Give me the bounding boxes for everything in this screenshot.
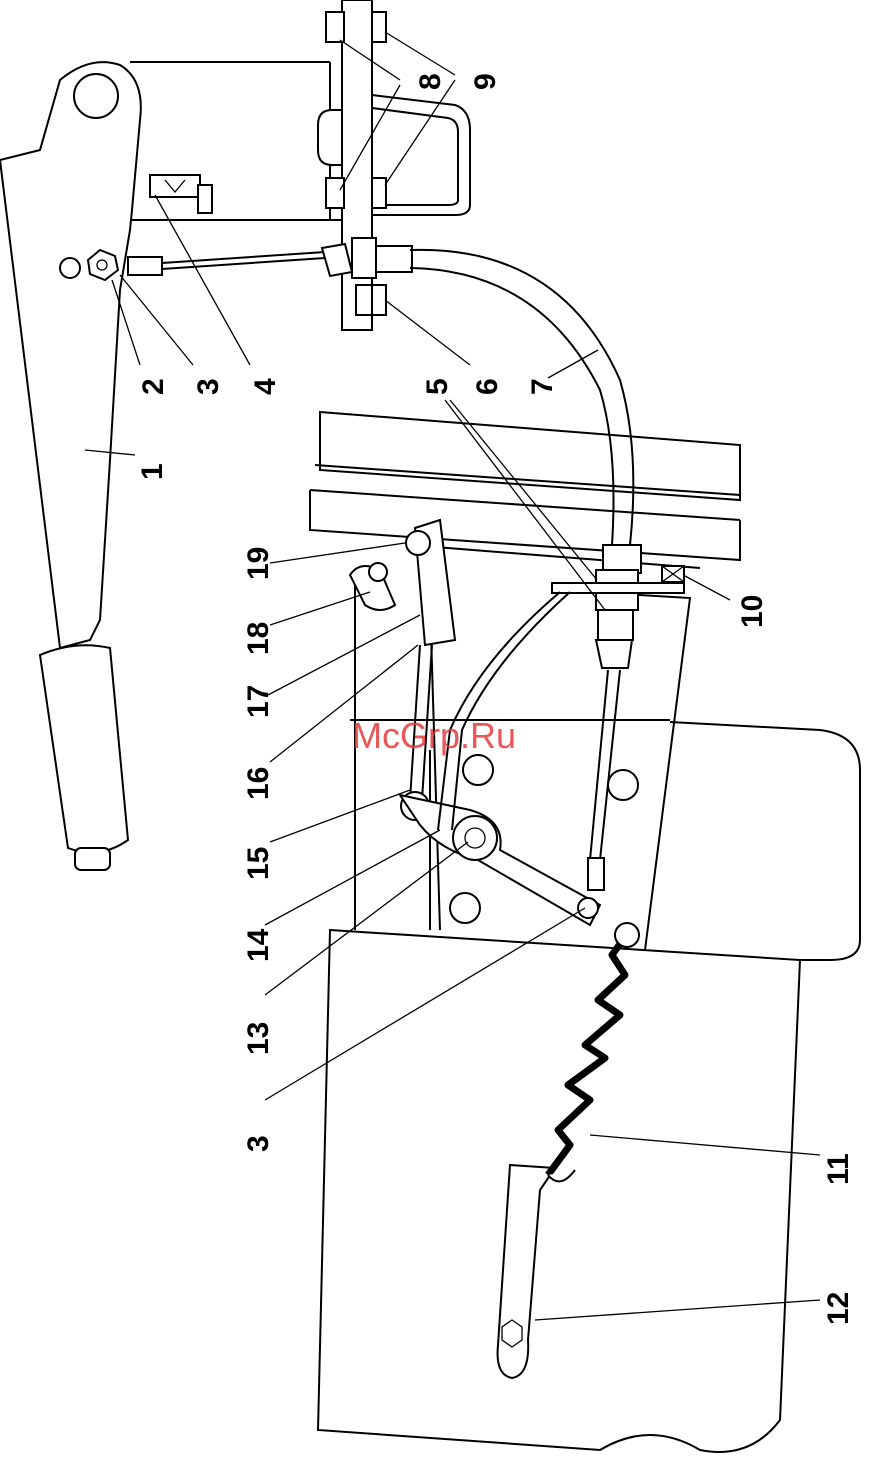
leader-lines — [85, 32, 820, 1320]
housing — [310, 412, 860, 1452]
callout-3-bottom: 3 — [242, 1135, 275, 1152]
callout-5: 5 — [421, 378, 454, 395]
callout-6: 6 — [471, 378, 504, 395]
callout-2: 2 — [137, 378, 170, 395]
watermark: McGrp.Ru — [352, 715, 516, 756]
callout-12: 12 — [822, 1292, 855, 1325]
callout-8: 8 — [414, 73, 447, 90]
callout-7: 7 — [526, 378, 559, 395]
callout-19: 19 — [242, 547, 275, 580]
callout-18: 18 — [242, 622, 275, 655]
callout-17: 17 — [242, 685, 275, 718]
callout-9: 9 — [469, 73, 502, 90]
brake-lever-1 — [0, 62, 141, 870]
switch-4 — [150, 175, 212, 213]
spring-11 — [548, 923, 639, 1181]
callout-4: 4 — [249, 378, 282, 395]
callout-13: 13 — [242, 1022, 275, 1055]
callout-16: 16 — [242, 767, 275, 800]
callout-1: 1 — [136, 463, 169, 480]
callout-15: 15 — [242, 847, 275, 880]
callout-10: 10 — [736, 595, 769, 628]
callout-11: 11 — [822, 1153, 855, 1185]
callout-14: 14 — [242, 928, 275, 962]
callout-3-top: 3 — [192, 378, 225, 395]
